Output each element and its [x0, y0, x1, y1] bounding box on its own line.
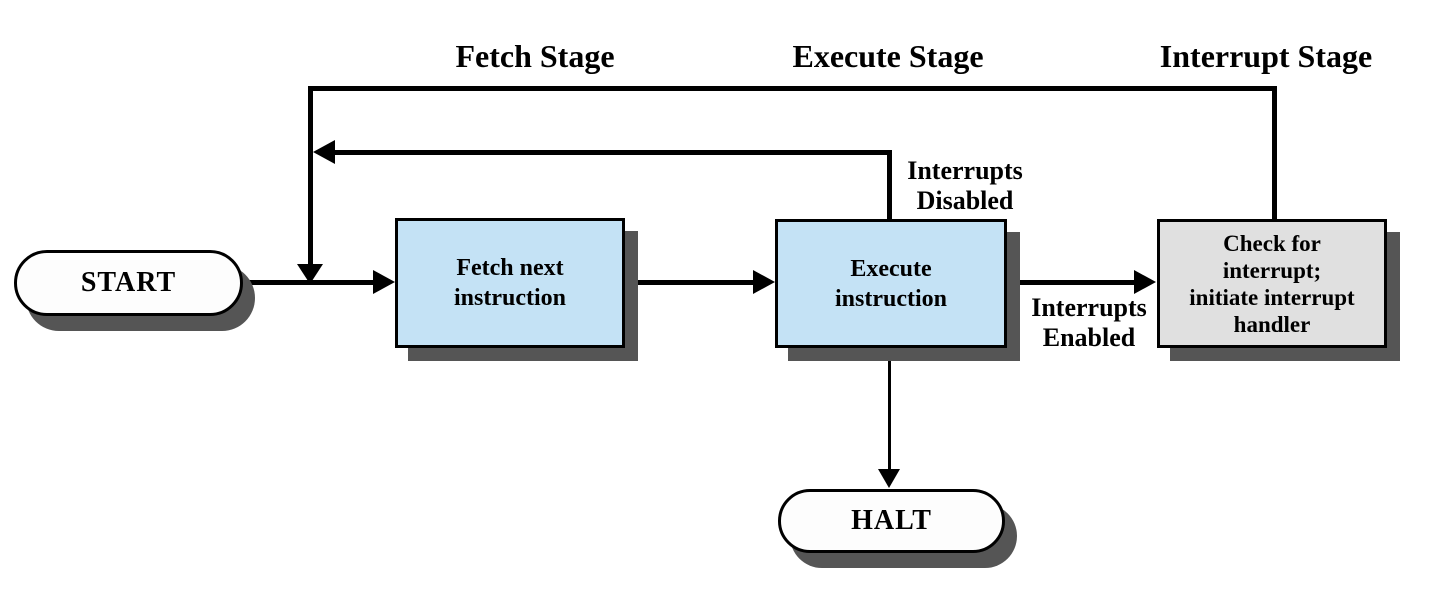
arrow-fetch-to-execute-head-icon: [753, 270, 775, 294]
arrow-start-to-fetch-line: [236, 280, 376, 285]
node-check-interrupt-line1: Check for: [1223, 230, 1321, 256]
edge-label-interrupts-enabled: Interrupts Enabled: [1014, 293, 1164, 353]
arrow-execute-to-interrupt-line: [1004, 280, 1136, 285]
stage-label-fetch: Fetch Stage: [455, 38, 615, 74]
stage-label-interrupt: Interrupt Stage: [1159, 38, 1373, 74]
node-check-interrupt-line2: interrupt;: [1222, 257, 1322, 283]
interrupts-disabled-vertical-line: [887, 150, 892, 220]
node-fetch-line2: instruction: [453, 285, 566, 311]
arrow-start-to-fetch-head-icon: [373, 270, 395, 294]
node-halt: HALT: [778, 489, 1005, 553]
node-halt-label: HALT: [851, 505, 932, 536]
node-start: START: [14, 250, 243, 316]
edge-label-interrupts-enabled-line2: Enabled: [1042, 323, 1136, 352]
edge-label-interrupts-disabled: Interrupts Disabled: [890, 156, 1040, 216]
edge-label-interrupts-disabled-line1: Interrupts: [907, 156, 1023, 185]
node-fetch-instruction: Fetch next instruction: [395, 218, 625, 348]
node-fetch-line1: Fetch next: [456, 255, 564, 281]
node-execute-line1: Execute: [850, 255, 932, 282]
interrupts-disabled-arrowhead-icon: [313, 140, 335, 164]
arrow-execute-to-halt-line: [888, 347, 891, 469]
node-check-interrupt-line3: initiate interrupt: [1189, 284, 1355, 310]
node-check-interrupt-line4: handler: [1233, 311, 1311, 337]
node-check-interrupt: Check for interrupt; initiate interrupt …: [1157, 219, 1387, 348]
node-execute-line2: instruction: [834, 285, 947, 312]
edge-label-interrupts-enabled-line1: Interrupts: [1031, 293, 1147, 322]
feedback-loop-arrowhead-icon: [297, 264, 323, 284]
feedback-loop-left-line: [308, 86, 313, 264]
node-start-label: START: [80, 267, 177, 298]
edge-label-interrupts-disabled-line2: Disabled: [916, 186, 1014, 215]
interrupts-disabled-horizontal-line: [332, 150, 892, 155]
arrow-fetch-to-execute-line: [623, 280, 755, 285]
feedback-loop-right-line: [1272, 86, 1277, 220]
arrow-execute-to-interrupt-head-icon: [1134, 270, 1156, 294]
stage-label-execute: Execute Stage: [792, 38, 984, 74]
arrow-execute-to-halt-head-icon: [878, 469, 900, 488]
node-execute-instruction: Execute instruction: [775, 219, 1007, 348]
feedback-loop-top-line: [308, 86, 1277, 91]
